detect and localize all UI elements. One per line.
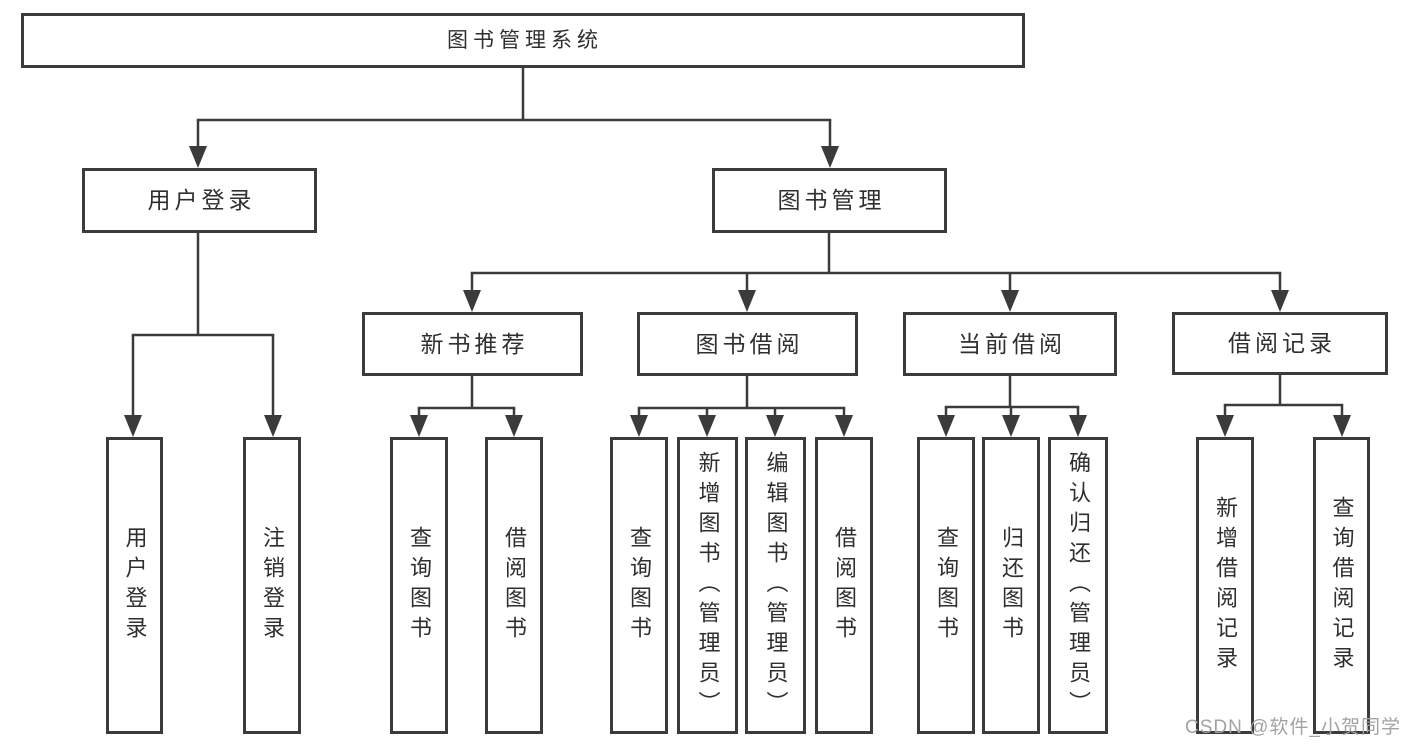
node-label: 归还图书	[999, 525, 1024, 646]
node-book-borrowing: 图书借阅	[637, 312, 858, 376]
node-label: 借阅图书	[832, 525, 857, 646]
csdn-watermark: CSDN @软件_小贺同学	[1185, 717, 1401, 738]
node-logout-leaf: 注销登录	[243, 437, 301, 734]
node-query-books-recommend: 查询图书	[390, 437, 448, 734]
arrowheads	[124, 146, 1351, 437]
node-query-books-current: 查询图书	[917, 437, 975, 734]
node-label: 图书管理	[777, 187, 886, 213]
node-label: 查询图书	[627, 525, 652, 646]
node-label: 借阅记录	[1228, 330, 1336, 356]
node-label: 新增借阅记录	[1213, 495, 1238, 676]
node-label: 图书借阅	[695, 330, 804, 357]
node-book-management: 图书管理	[712, 168, 947, 233]
node-label: 用户登录	[122, 525, 148, 646]
node-label: 当前借阅	[958, 330, 1066, 357]
node-edit-books-admin: 编辑图书（管理员）	[745, 437, 806, 734]
node-add-books-admin: 新增图书（管理员）	[677, 437, 738, 734]
node-current-borrowing: 当前借阅	[903, 312, 1117, 376]
node-query-borrow-record: 查询借阅记录	[1313, 437, 1370, 734]
node-query-books-borrowing: 查询图书	[610, 437, 668, 734]
node-user-login: 用户登录	[82, 168, 317, 233]
node-label: 注销登录	[260, 525, 285, 646]
node-label: 确认归还（管理员）	[1066, 450, 1091, 721]
node-label: 新书推荐	[420, 330, 529, 357]
node-label: 查询图书	[934, 525, 959, 646]
node-label: 编辑图书（管理员）	[763, 450, 789, 721]
node-label: 新增图书（管理员）	[695, 450, 721, 721]
node-library-management-system: 图书管理系统	[21, 13, 1025, 68]
node-new-book-recommend: 新书推荐	[362, 312, 583, 376]
node-confirm-return-admin: 确认归还（管理员）	[1048, 437, 1108, 734]
node-return-books: 归还图书	[982, 437, 1040, 734]
node-label: 借阅图书	[502, 525, 527, 646]
node-label: 用户登录	[147, 187, 256, 213]
node-label: 查询图书	[407, 525, 432, 646]
node-label: 查询借阅记录	[1329, 495, 1355, 676]
node-label: 图书管理系统	[447, 29, 603, 52]
node-borrowing-records: 借阅记录	[1172, 312, 1388, 375]
node-add-borrow-record: 新增借阅记录	[1196, 437, 1254, 734]
node-borrow-books-leaf: 借阅图书	[815, 437, 873, 734]
node-borrow-books-recommend: 借阅图书	[485, 437, 543, 734]
node-user-login-leaf: 用户登录	[106, 437, 163, 734]
